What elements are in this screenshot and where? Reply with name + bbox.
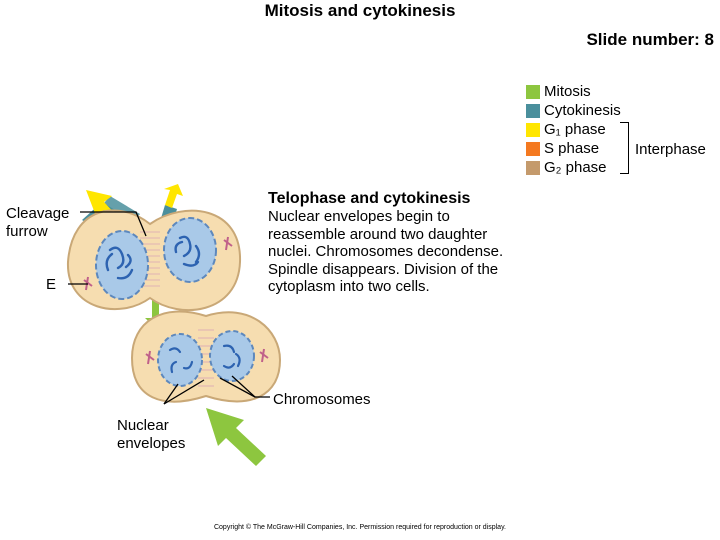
copyright-notice: Copyright © The McGraw-Hill Companies, I… xyxy=(213,524,506,531)
centriole-icon xyxy=(145,348,269,365)
slide-number: Slide number: 8 xyxy=(586,30,714,49)
phase-description: Nuclear envelopes begin to reassemble ar… xyxy=(268,208,504,295)
legend-swatch xyxy=(526,122,540,137)
cleavage-furrow-label: Cleavage furrow xyxy=(6,205,70,240)
legend-label: G₁ phase xyxy=(544,121,606,138)
legend-item-g1: G₁ phase xyxy=(526,120,621,139)
legend-item-g2: G₂ phase xyxy=(526,158,621,177)
legend-swatch xyxy=(526,103,540,118)
dividing-cell xyxy=(66,209,242,311)
interphase-bracket xyxy=(620,122,629,174)
legend-swatch xyxy=(526,84,540,99)
arrow-green-large-icon xyxy=(206,408,266,466)
nuclear-envelopes-label: Nuclear envelopes xyxy=(117,417,186,452)
legend-label: Cytokinesis xyxy=(544,102,621,119)
nucleus xyxy=(157,333,203,387)
phase-title: Telophase and cytokinesis xyxy=(268,190,471,207)
legend-item-s: S phase xyxy=(526,139,621,158)
page-title: Mitosis and cytokinesis xyxy=(264,1,456,20)
legend-label: Mitosis xyxy=(544,83,591,100)
legend-label: G₂ phase xyxy=(544,159,607,176)
e-label: E xyxy=(46,276,57,293)
legend-swatch xyxy=(526,160,540,175)
cell-cycle-legend: Mitosis Cytokinesis G₁ phase S phase G₂ … xyxy=(526,82,621,177)
leader-lines xyxy=(68,211,270,405)
legend-label: S phase xyxy=(544,140,600,157)
chromosomes-label: Chromosomes xyxy=(273,391,371,408)
arrow-yellow-right-icon xyxy=(164,184,183,208)
daughter-cells xyxy=(130,310,282,403)
interphase-label: Interphase xyxy=(635,141,706,158)
legend-item-cytokinesis: Cytokinesis xyxy=(526,101,621,120)
legend-item-mitosis: Mitosis xyxy=(526,82,621,101)
legend-swatch xyxy=(526,141,540,156)
nucleus xyxy=(209,330,255,382)
